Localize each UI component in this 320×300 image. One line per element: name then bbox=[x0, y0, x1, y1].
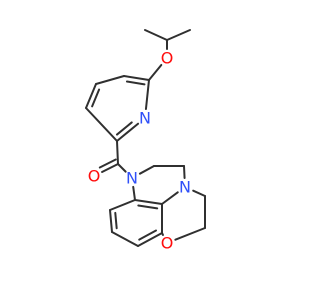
bond-py_c2-py_n1 bbox=[116, 122, 140, 142]
bond-py_c4-py_c3 bbox=[85, 83, 97, 109]
atom-amide_n: N bbox=[126, 169, 138, 188]
atom-labels-layer: O N O N N O bbox=[88, 49, 191, 253]
bond-inner-ar_c1-ar_c2 bbox=[137, 204, 159, 210]
bond-py_n1-py_c6 bbox=[144, 79, 150, 111]
bond-ar_c3-ar_c4 bbox=[137, 232, 163, 247]
bond-ar_c6-ar_c1 bbox=[109, 199, 136, 211]
bond-ring_ch2_b-amine_n bbox=[183, 165, 186, 180]
bond-amide_n-ar_c1 bbox=[132, 185, 136, 201]
bond-amine_n-ring_ch2_c bbox=[192, 189, 206, 197]
atom-label-carbonyl_o: O bbox=[88, 167, 101, 186]
atom-carbonyl_o: O bbox=[88, 167, 101, 186]
bond-ring_ch2_d-ring_o bbox=[174, 227, 206, 241]
molecule-structure: O N O N N O bbox=[85, 29, 206, 253]
bond-py_c2-carbonyl_c bbox=[116, 140, 119, 165]
bond-py_c3-py_c2 bbox=[85, 107, 118, 142]
molecule-canvas: O N O N N O bbox=[85, 29, 206, 253]
bond-ar_c3-ring_o bbox=[161, 232, 164, 236]
bond-carbonyl_c-amide_n bbox=[117, 163, 127, 173]
atom-py_n1: N bbox=[139, 109, 151, 128]
atom-label-ether_o: O bbox=[161, 49, 174, 68]
bond-isopropyl_ch-isopropyl_me2 bbox=[166, 29, 191, 41]
bond-py_c5-py_c4 bbox=[95, 75, 125, 85]
bond-amide_n-ring_ch2_a bbox=[138, 165, 155, 175]
atom-label-py_n1: N bbox=[139, 109, 151, 128]
bond-inner-py_c4-py_c3 bbox=[91, 88, 101, 108]
atom-ether_o: O bbox=[161, 49, 174, 68]
atom-label-amide_n: N bbox=[126, 169, 138, 188]
bond-inner-py_c2-py_n1 bbox=[115, 121, 133, 136]
bond-ether_o-py_c6 bbox=[148, 63, 163, 81]
atom-ring_o: O bbox=[161, 234, 174, 253]
atom-amine_n: N bbox=[179, 178, 191, 197]
bond-second-carbonyl_c-carbonyl_o bbox=[98, 158, 117, 169]
bond-inner-ar_c3-ar_c4 bbox=[138, 229, 158, 241]
bond-isopropyl_ch-isopropyl_me1 bbox=[144, 29, 168, 41]
bond-inner-py_c6-py_c5 bbox=[125, 80, 146, 86]
bond-ar_c1-ar_c2 bbox=[134, 199, 163, 205]
bond-ar_c5-ar_c6 bbox=[109, 209, 113, 233]
bond-carbonyl_c-carbonyl_o bbox=[101, 163, 119, 173]
atom-label-amine_n: N bbox=[179, 178, 191, 197]
bond-amine_n-ar_c2 bbox=[161, 191, 179, 205]
bond-py_c6-py_c5 bbox=[123, 75, 150, 81]
atom-label-ring_o: O bbox=[161, 234, 174, 253]
bonds-layer bbox=[85, 29, 206, 247]
bond-inner-ar_c5-ar_c6 bbox=[114, 211, 118, 230]
bond-ar_c4-ar_c5 bbox=[111, 231, 139, 247]
